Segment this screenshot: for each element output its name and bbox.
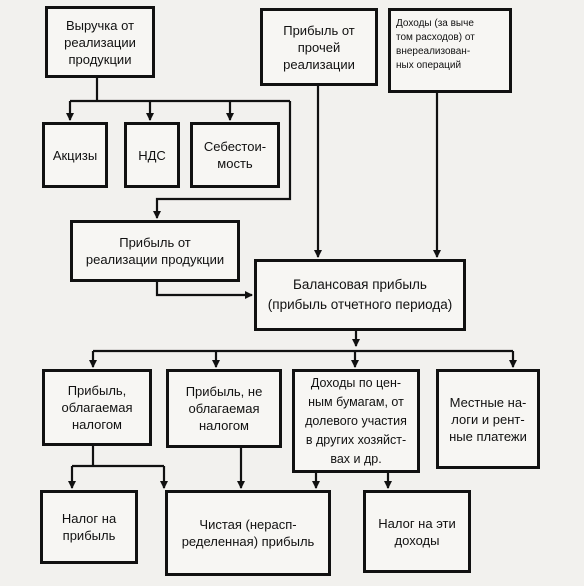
node-revenue-sales: Выручка от реализации продукции (45, 6, 155, 78)
node-other-sales-profit: Прибыль от прочей реализации (260, 8, 378, 86)
node-sales-profit: Прибыль от реализации продукции (70, 220, 240, 282)
node-taxable-profit: Прибыль, облагаемая налогом (42, 369, 152, 446)
node-profit-tax: Налог на прибыль (40, 490, 138, 564)
node-local-taxes: Местные на- логи и рент- ные платежи (436, 369, 540, 469)
node-vat: НДС (124, 122, 180, 188)
node-cost-price: Себестои- мость (190, 122, 280, 188)
node-income-tax: Налог на эти доходы (363, 490, 471, 573)
node-balance-profit: Балансовая прибыль (прибыль отчетного пе… (254, 259, 466, 331)
node-non-sales-income: Доходы (за выче том расходов) от внереал… (388, 8, 512, 93)
node-net-profit: Чистая (нерасп- ределенная) прибыль (165, 490, 331, 576)
node-non-taxable-profit: Прибыль, не облагаемая налогом (166, 369, 282, 448)
node-securities-income: Доходы по цен- ным бумагам, от долевого … (292, 369, 420, 473)
node-excises: Акцизы (42, 122, 108, 188)
